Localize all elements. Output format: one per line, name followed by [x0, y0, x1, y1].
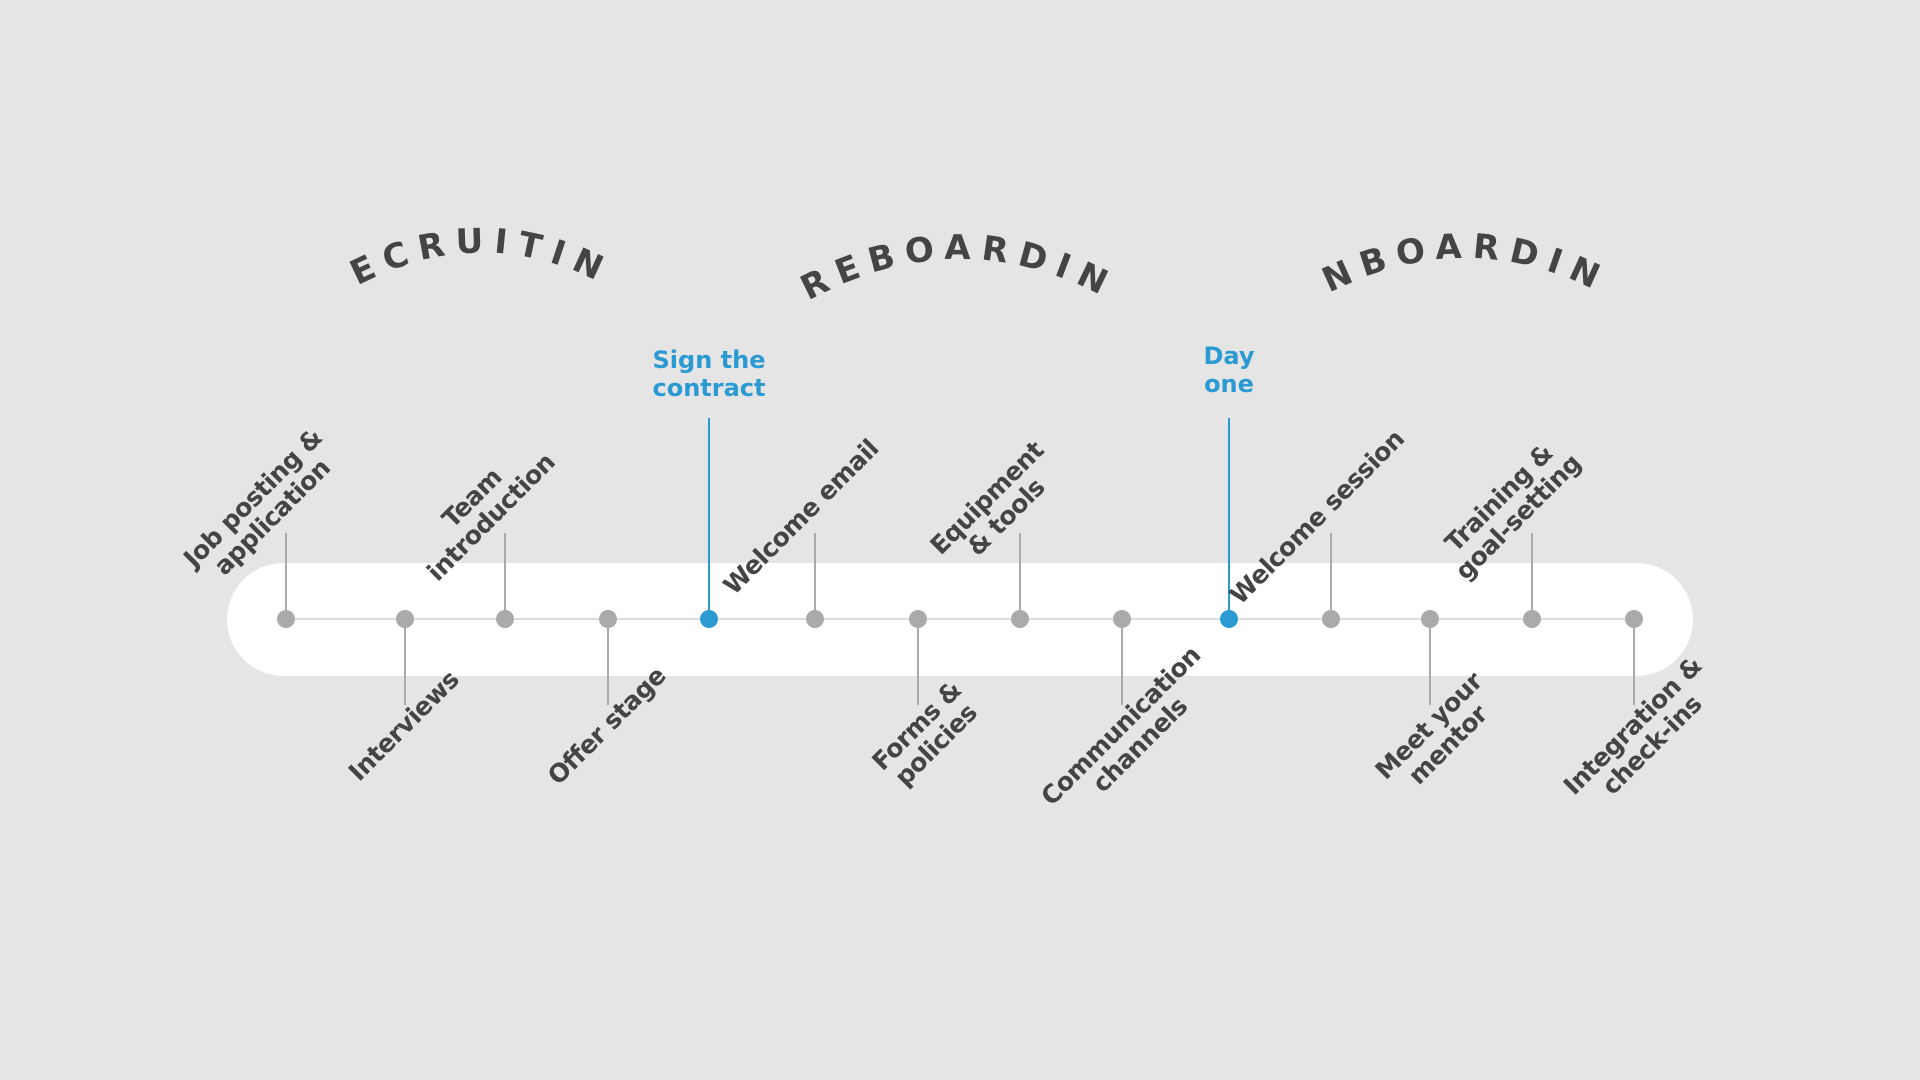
step-label: Interviews [343, 665, 465, 787]
phase-title-onboarding: ONBOARDING [0, 0, 1615, 301]
milestone-sign-contract: Sign the contract [652, 218, 766, 628]
milestone-dot [1220, 610, 1238, 628]
step-label: Training &goal-setting [1439, 438, 1586, 585]
step-dot [1113, 610, 1131, 628]
step-dot [1322, 610, 1340, 628]
step-dot [806, 610, 824, 628]
phase-title-recruiting: RECRUITING [0, 0, 618, 294]
step-label: Integration &check-ins [1558, 651, 1708, 801]
milestone-label-line1: Day [1203, 342, 1254, 370]
step-dot [1011, 610, 1029, 628]
milestone-label-line2: one [1204, 370, 1254, 398]
step-dot [1523, 610, 1541, 628]
step-label-line1: Offer stage [542, 661, 671, 790]
milestone-label-line2: contract [652, 374, 765, 402]
step-dot [396, 610, 414, 628]
step-label: Offer stage [542, 661, 671, 790]
step-dot [277, 610, 295, 628]
step-label: Forms &policies [866, 675, 982, 791]
milestone-day-one: Day one [1203, 218, 1255, 628]
step-label: Equipment& tools [924, 435, 1050, 561]
milestone-label-line1: Sign the [653, 346, 766, 374]
step-dot [1421, 610, 1439, 628]
step-dot [1625, 610, 1643, 628]
step-dot [496, 610, 514, 628]
step-dot [909, 610, 927, 628]
step-label-line1: Interviews [343, 665, 465, 787]
step-dot [599, 610, 617, 628]
milestone-dot [700, 610, 718, 628]
